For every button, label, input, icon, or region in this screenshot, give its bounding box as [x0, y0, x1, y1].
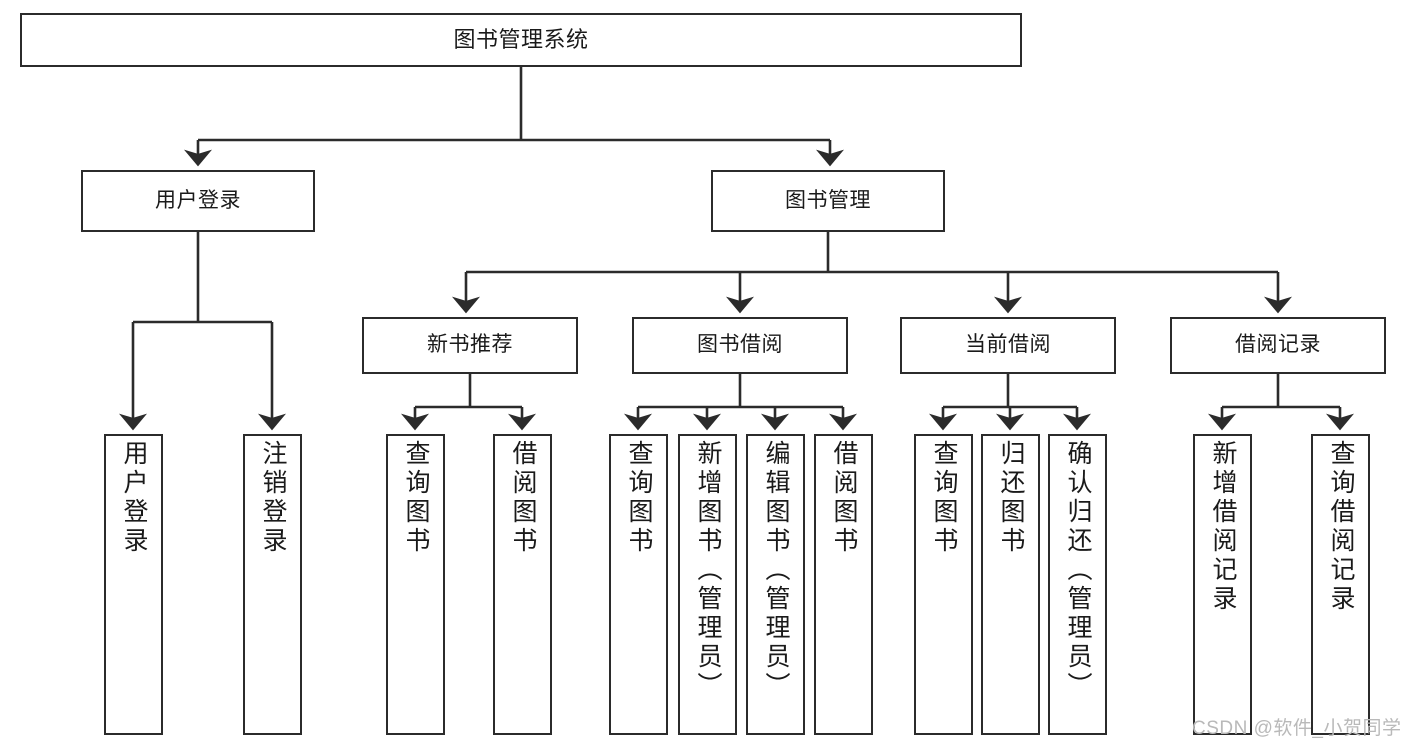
node-label: 图书管理系统: [453, 27, 589, 53]
node-label: 注销登录: [259, 440, 287, 556]
node-book-management[interactable]: 图书管理: [711, 170, 945, 232]
leaf-user-login-login[interactable]: 用户登录: [104, 434, 163, 735]
node-label: 新书推荐: [427, 333, 513, 357]
node-label: 新增图书（管理员）: [694, 440, 722, 701]
csdn-watermark: CSDN @软件_小贺同学: [1192, 718, 1402, 739]
leaf-book-borrow-query-book[interactable]: 查询图书: [609, 434, 668, 735]
node-label: 借阅图书: [830, 440, 858, 556]
leaf-book-borrow-borrow-book[interactable]: 借阅图书: [814, 434, 873, 735]
leaf-current-borrow-query-book[interactable]: 查询图书: [914, 434, 973, 735]
node-label: 图书管理: [785, 188, 871, 212]
leaf-borrow-record-add-record[interactable]: 新增借阅记录: [1193, 434, 1252, 735]
node-label: 当前借阅: [965, 333, 1051, 357]
node-book-borrow[interactable]: 图书借阅: [632, 317, 848, 374]
node-label: 新增借阅记录: [1209, 440, 1237, 614]
node-label: 确认归还（管理员）: [1064, 440, 1092, 701]
leaf-current-borrow-return-book[interactable]: 归还图书: [981, 434, 1040, 735]
leaf-new-book-query-book[interactable]: 查询图书: [386, 434, 445, 735]
node-current-borrow[interactable]: 当前借阅: [900, 317, 1116, 374]
node-label: 查询图书: [402, 440, 430, 556]
node-root-book-management-system[interactable]: 图书管理系统: [20, 13, 1022, 67]
node-label: 用户登录: [120, 440, 148, 556]
leaf-book-borrow-edit-book-admin[interactable]: 编辑图书（管理员）: [746, 434, 805, 735]
node-label: 借阅图书: [509, 440, 537, 556]
node-label: 图书借阅: [697, 333, 783, 357]
node-user-login[interactable]: 用户登录: [81, 170, 315, 232]
leaf-user-login-logout[interactable]: 注销登录: [243, 434, 302, 735]
node-label: 查询借阅记录: [1327, 440, 1355, 614]
node-label: 查询图书: [625, 440, 653, 556]
node-label: 归还图书: [997, 440, 1025, 556]
node-new-book-recommend[interactable]: 新书推荐: [362, 317, 578, 374]
leaf-current-borrow-confirm-return-admin[interactable]: 确认归还（管理员）: [1048, 434, 1107, 735]
node-label: 借阅记录: [1235, 333, 1321, 357]
leaf-book-borrow-add-book-admin[interactable]: 新增图书（管理员）: [678, 434, 737, 735]
leaf-borrow-record-query-record[interactable]: 查询借阅记录: [1311, 434, 1370, 735]
leaf-new-book-borrow-book[interactable]: 借阅图书: [493, 434, 552, 735]
node-label: 查询图书: [930, 440, 958, 556]
node-label: 用户登录: [155, 188, 241, 212]
node-label: 编辑图书（管理员）: [762, 440, 790, 701]
node-borrow-record[interactable]: 借阅记录: [1170, 317, 1386, 374]
